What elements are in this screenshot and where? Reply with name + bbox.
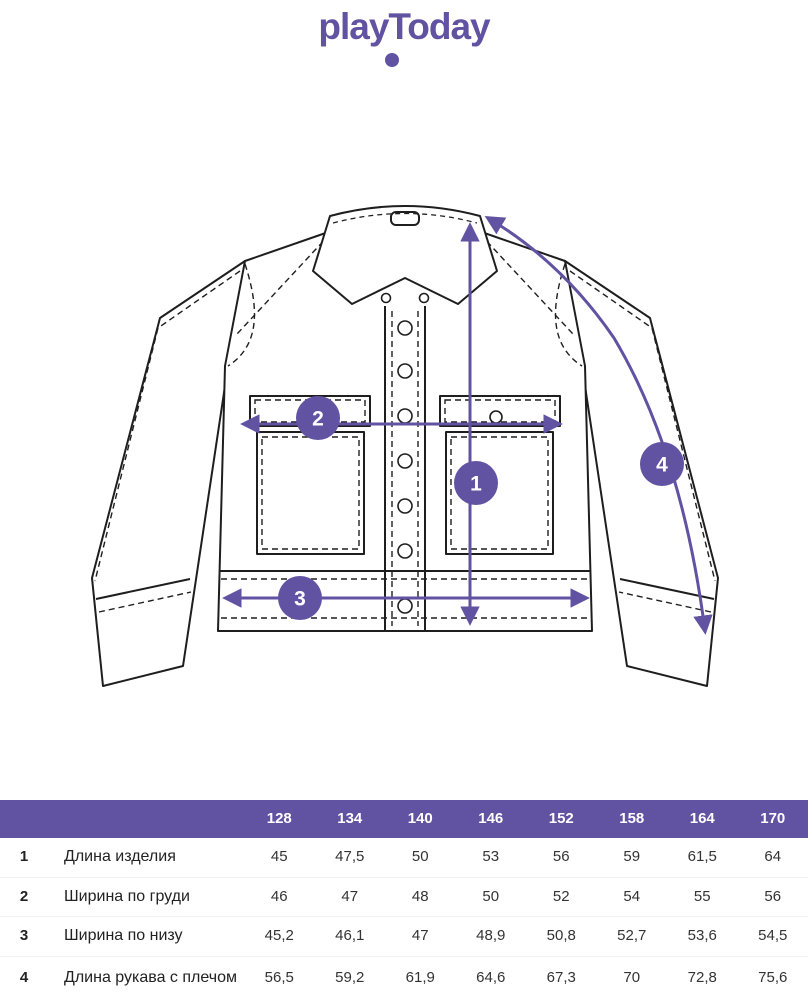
table-row: 2 Ширина по груди 46 47 48 50 52 54 55 5…	[0, 878, 808, 918]
value-cell: 53	[482, 847, 500, 865]
value-cell: 50	[411, 847, 429, 865]
callout-1-badge	[454, 461, 498, 505]
table-row: 3 Ширина по низу 45,2 46,1 47 48,9 50,8 …	[0, 917, 808, 957]
size-column-header: 170	[760, 809, 786, 827]
value-cell: 52,7	[617, 927, 647, 945]
jacket-line-drawing: 1 2 3 4	[91, 205, 719, 687]
value-cell: 64	[764, 847, 782, 865]
value-cell: 56	[552, 847, 570, 865]
row-number: 3	[19, 927, 29, 945]
row-label: Ширина по груди	[64, 887, 190, 905]
value-cell: 59,2	[335, 969, 365, 987]
callout-4-badge	[640, 442, 684, 486]
value-cell: 56,5	[264, 969, 294, 987]
callout-3-label: 3	[294, 588, 306, 611]
value-cell: 48,9	[476, 927, 506, 945]
size-column-header: 140	[407, 809, 433, 827]
table-row: 4 Длина рукава с плечом 56,5 59,2 61,9 6…	[0, 957, 808, 1000]
collar	[312, 205, 498, 305]
size-column-header: 146	[478, 809, 504, 827]
row-label: Длина изделия	[64, 848, 176, 866]
value-cell: 47	[411, 927, 429, 945]
table-row: 1 Длина изделия 45 47,5 50 53 56 59 61,5…	[0, 838, 808, 878]
size-column-header: 128	[266, 809, 292, 827]
value-cell: 55	[693, 887, 711, 905]
brand-header: playToday	[0, 0, 808, 70]
value-cell: 46	[270, 887, 288, 905]
value-cell: 45,2	[264, 927, 294, 945]
value-cell: 75,6	[758, 969, 788, 987]
value-cell: 61,5	[687, 847, 717, 865]
size-table-header: 128 134 140 146 152 158 164 170	[0, 800, 808, 838]
row-number: 2	[19, 887, 29, 905]
value-cell: 64,6	[476, 969, 506, 987]
row-number: 4	[19, 969, 29, 987]
row-label: Длина рукава с плечом	[64, 969, 237, 987]
row-number: 1	[19, 847, 29, 865]
value-cell: 45	[270, 847, 288, 865]
row-label: Ширина по низу	[64, 927, 183, 945]
size-column-header: 134	[337, 809, 363, 827]
callout-2-label: 2	[312, 408, 324, 431]
value-cell: 46,1	[335, 927, 365, 945]
size-column-header: 164	[689, 809, 715, 827]
callout-4-label: 4	[656, 454, 668, 477]
callout-3-badge	[278, 576, 322, 620]
value-cell: 56	[764, 887, 782, 905]
value-cell: 54,5	[758, 927, 788, 945]
jacket-measurement-diagram: 1 2 3 4	[0, 66, 808, 796]
value-cell: 50,8	[546, 927, 576, 945]
sleeve-length-arrow	[484, 216, 713, 635]
value-cell: 72,8	[687, 969, 717, 987]
size-table: 128 134 140 146 152 158 164 170 1 Длина …	[0, 800, 808, 1000]
callout-1-label: 1	[470, 473, 482, 496]
measurement-callouts: 1 2 3 4	[278, 396, 684, 620]
value-cell: 53,6	[687, 927, 717, 945]
logo-dot-icon	[385, 53, 399, 67]
value-cell: 61,9	[405, 969, 435, 987]
size-column-header: 152	[548, 809, 574, 827]
value-cell: 59	[623, 847, 641, 865]
value-cell: 52	[552, 887, 570, 905]
callout-2-badge	[296, 396, 340, 440]
value-cell: 54	[623, 887, 641, 905]
value-cell: 67,3	[546, 969, 576, 987]
value-cell: 48	[411, 887, 429, 905]
value-cell: 50	[482, 887, 500, 905]
value-cell: 70	[623, 969, 641, 987]
value-cell: 47,5	[335, 847, 365, 865]
value-cell: 47	[341, 887, 359, 905]
size-column-header: 158	[619, 809, 645, 827]
brand-logo: playToday	[318, 6, 490, 47]
